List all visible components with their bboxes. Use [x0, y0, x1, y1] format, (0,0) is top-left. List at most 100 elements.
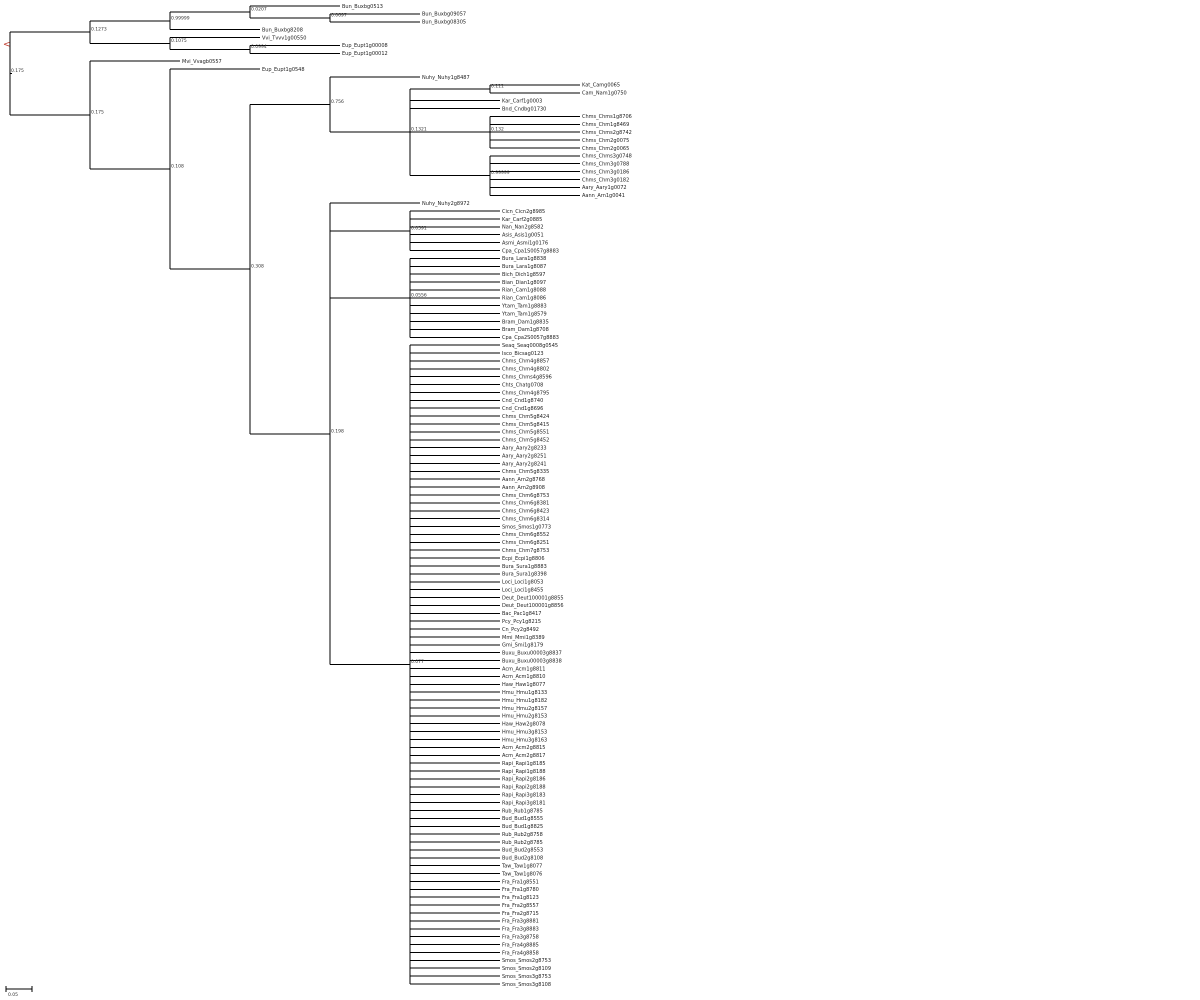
leaf-label: Bram_Dam1g8835 [502, 319, 549, 325]
leaf-label: Bura_Lara1g8838 [502, 256, 546, 262]
leaf-label: Mvi_Vvagb0557 [182, 59, 222, 65]
leaf-label: Cnd_Cnd1g8740 [502, 398, 543, 404]
leaf-label: Cam_Nam1g0750 [582, 91, 627, 97]
leaf-label: Chms_Chms3g0748 [582, 154, 632, 160]
leaf-label: Aary_Aary2g8233 [502, 445, 547, 451]
leaf-label: Bun_Buxbg8208 [262, 27, 303, 33]
leaf-label: Fra_Fra4g8858 [502, 950, 539, 956]
leaf-label: Haw_Haw2g8078 [502, 722, 545, 728]
leaf-label: Chms_Chm4g8857 [502, 359, 549, 365]
leaf-label: Ecpi_Ecpi1g8806 [502, 556, 545, 562]
leaf-label: Eup_Eupt1g0548 [262, 67, 305, 73]
leaf-label: Deut_Deut100001g8855 [502, 595, 564, 601]
leaf-label: Cpa_Cpa2S0057g8883 [502, 335, 559, 341]
support-value: 0.132 [491, 127, 504, 133]
leaf-label: Rian_Cam1g8086 [502, 296, 546, 302]
leaf-label: Fra_Fra1g8123 [502, 895, 539, 901]
leaf-label: Bud_Bud2g8553 [502, 848, 543, 854]
tree-labels: 0.1750.12730.999990.0207Bun_Buxbg05130.0… [11, 4, 632, 988]
leaf-label: Hmu_Hmu1g8182 [502, 698, 547, 704]
leaf-label: Buxu_Buxu00003g8838 [502, 658, 562, 664]
leaf-label: Nuhy_Nuhy1g8487 [422, 75, 470, 81]
leaf-label: Chms_Chm2g0065 [582, 146, 629, 152]
leaf-label: Smos_Smos2g8753 [502, 958, 551, 964]
leaf-label: Chms_Chm5g8335 [502, 469, 549, 475]
support-value: 0.1273 [91, 27, 107, 33]
leaf-label: Acm_Acm1g8811 [502, 666, 545, 672]
leaf-label: Chms_Chms2g8742 [582, 130, 632, 136]
leaf-label: Fra_Fra3g8883 [502, 927, 539, 933]
leaf-label: Bnd_Cndbg01730 [502, 106, 546, 112]
leaf-label: Rapi_Rapi3g8183 [502, 793, 546, 799]
leaf-label: Cpa_Cpa1S0057g8883 [502, 248, 559, 254]
leaf-label: Chms_Chm5g8551 [502, 430, 549, 436]
leaf-label: Seaq_Seaq0008g0545 [502, 343, 558, 349]
leaf-label: Vvi_Tvvv1g00550 [262, 35, 306, 41]
support-value: 0.175 [11, 68, 24, 74]
support-value: 0.0591 [411, 225, 427, 231]
leaf-label: Chms_Chm3g0788 [582, 162, 629, 168]
leaf-label: Chms_Chm5g8452 [502, 438, 549, 444]
leaf-label: Bian_Dian1g8097 [502, 280, 546, 286]
leaf-label: Chms_Chm6g8381 [502, 501, 549, 507]
leaf-label: Hmu_Hmu1g8133 [502, 690, 547, 696]
leaf-label: Chms_Chm7g8753 [502, 548, 549, 554]
leaf-label: Chms_Chms1g8706 [582, 114, 632, 120]
leaf-label: Ytam_Tam1g8579 [501, 311, 547, 317]
leaf-label: Bich_Dich1g8597 [502, 272, 545, 278]
support-value: 0.756 [331, 99, 344, 105]
leaf-label: Taw_Taw1g8077 [501, 863, 542, 869]
support-value: 0.108 [171, 164, 184, 170]
leaf-label: Asmi_Asmi1g0176 [502, 240, 548, 246]
leaf-label: Ytam_Tam1g8883 [501, 304, 547, 310]
leaf-label: Chms_Chms4g8596 [502, 374, 552, 380]
leaf-label: Chms_Chm6g8552 [502, 532, 549, 538]
leaf-label: Cn_Pcy2g8492 [502, 627, 539, 633]
leaf-label: Chms_Chm5g8424 [502, 414, 549, 420]
leaf-label: Kar_Carf2g0885 [502, 217, 542, 223]
leaf-label: Smos_Smos3g8108 [502, 982, 551, 988]
leaf-label: Cicn_Cicn2g8985 [502, 209, 545, 215]
leaf-label: Smos_Smos2g8109 [502, 966, 551, 972]
leaf-label: Fra_Fra4g8885 [502, 942, 539, 948]
leaf-label: Chms_Chm3g0186 [582, 169, 629, 175]
leaf-label: Chms_Chm4g8802 [502, 367, 549, 373]
leaf-label: Isco_Bicsag0123 [502, 351, 544, 357]
support-value: 0.175 [91, 110, 104, 116]
leaf-label: Aary_Aary1g0072 [582, 185, 627, 191]
leaf-label: Bud_Bud1g8825 [502, 824, 543, 830]
leaf-label: Rian_Cam1g8088 [502, 288, 546, 294]
leaf-label: Bura_Lara1g8087 [502, 264, 546, 270]
leaf-label: Rapi_Rapi1g8188 [502, 769, 546, 775]
leaf-label: Chms_Chm5g8415 [502, 422, 549, 428]
leaf-label: Hmu_Hmu3g8153 [502, 729, 547, 735]
leaf-label: Bura_Sura1g8883 [502, 564, 547, 570]
leaf-label: Bac_Pac1g8417 [502, 611, 541, 617]
leaf-label: Rapi_Rapi2g8188 [502, 785, 546, 791]
leaf-label: Taw_Taw1g8076 [501, 871, 542, 877]
leaf-label: Chms_Chm6g8753 [502, 493, 549, 499]
leaf-label: Bram_Dam1g8708 [502, 327, 549, 333]
leaf-label: Buxu_Buxu00003g8837 [502, 651, 562, 657]
leaf-label: Deut_Deut100001g8856 [502, 603, 564, 609]
leaf-label: Aary_Aary2g8241 [502, 461, 547, 467]
leaf-label: Fra_Fra2g8715 [502, 911, 539, 917]
leaf-label: Kar_Carf1g0003 [502, 98, 542, 104]
leaf-label: Chms_Chm6g8251 [502, 540, 549, 546]
leaf-label: Kat_Camg0065 [582, 83, 620, 89]
support-value: 0.111 [491, 83, 504, 89]
support-value: 0.99999 [171, 15, 190, 21]
leaf-label: Chms_Chm2g0075 [582, 138, 629, 144]
leaf-label: Hmu_Hmu2g8157 [502, 706, 547, 712]
leaf-label: Chms_Chm3g0182 [582, 177, 629, 183]
leaf-label: Fra_Fra3g8881 [502, 919, 539, 925]
leaf-label: Asis_Asis1g0051 [502, 233, 544, 239]
leaf-label: Mmi_Mmi1g8389 [502, 635, 545, 641]
leaf-label: Aann_Arn2g8908 [502, 485, 545, 491]
leaf-label: Eup_Eupt1g00008 [342, 43, 388, 49]
leaf-label: Fra_Fra1g8551 [502, 879, 539, 885]
leaf-label: Smos_Smos3g8753 [502, 974, 551, 980]
leaf-label: Loci_Loci1g8455 [502, 587, 543, 593]
leaf-label: Chts_Chatg0708 [502, 382, 543, 388]
